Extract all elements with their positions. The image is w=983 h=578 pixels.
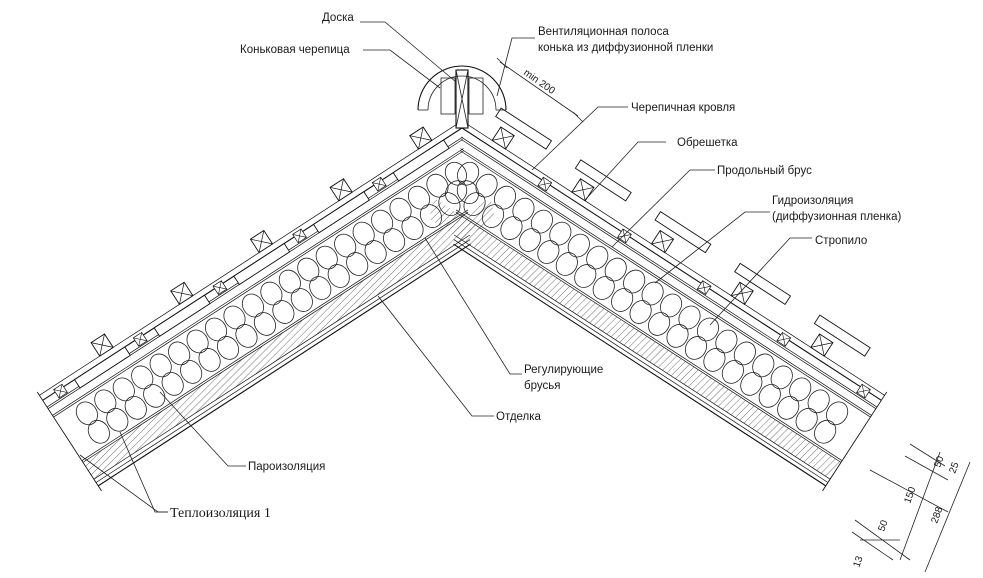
counter-batten bbox=[292, 228, 307, 244]
overlap-dimension: min 200 bbox=[496, 57, 584, 123]
counter-batten bbox=[537, 176, 553, 192]
dim-13: 13 bbox=[851, 554, 865, 569]
insulation-loop bbox=[186, 329, 221, 372]
dim-25: 25 bbox=[947, 460, 961, 475]
battens-group bbox=[53, 107, 871, 399]
min-overlap-label: min 200 bbox=[521, 67, 557, 97]
label-finish: Отделка bbox=[496, 411, 542, 423]
label-counter-batten: Продольный брус bbox=[717, 165, 812, 177]
ridge-tile bbox=[417, 65, 507, 111]
insulation-loop bbox=[795, 389, 830, 432]
insulation-loop bbox=[389, 197, 424, 240]
counter-batten bbox=[856, 383, 871, 399]
roof-layers bbox=[36, 124, 888, 492]
insulation-loop bbox=[721, 341, 756, 384]
insulation-loop bbox=[445, 161, 480, 204]
insulation-loop bbox=[352, 221, 387, 264]
label-board: Доска bbox=[322, 12, 354, 24]
counter-batten bbox=[132, 331, 148, 347]
insulation-loop bbox=[278, 269, 313, 312]
insulation-loop bbox=[518, 209, 553, 252]
label-waterproofing-2: (диффузионная пленка) bbox=[772, 211, 901, 223]
insulation-layer bbox=[75, 161, 849, 444]
insulation-loop bbox=[537, 221, 572, 264]
label-adjusting-bars: Регулирующие bbox=[524, 364, 603, 376]
insulation-loop bbox=[555, 233, 590, 276]
insulation-loop bbox=[94, 389, 129, 432]
batten bbox=[233, 229, 291, 286]
label-vent-strip: Вентиляционная полоса bbox=[538, 26, 669, 38]
label-waterproofing: Гидроизоляция bbox=[772, 195, 853, 207]
insulation-loop bbox=[334, 233, 369, 276]
batten bbox=[810, 314, 871, 357]
insulation-loop bbox=[703, 329, 738, 372]
counter-batten bbox=[53, 383, 68, 399]
insulation-loop bbox=[205, 317, 240, 360]
insulation-loop bbox=[481, 185, 517, 228]
label-adjusting-bars-2: брусья bbox=[524, 380, 560, 392]
label-tile-roof: Черепичная кровля bbox=[631, 102, 735, 114]
label-ridge-tile: Коньковая черепица bbox=[240, 44, 350, 56]
counter-batten bbox=[776, 331, 792, 347]
insulation-loop bbox=[315, 245, 350, 288]
counter-batten bbox=[371, 176, 387, 192]
counter-batten bbox=[696, 280, 712, 296]
insulation-loop bbox=[75, 401, 110, 444]
label-insulation: Теплоизоляция 1 bbox=[170, 506, 271, 521]
insulation-loop bbox=[629, 281, 664, 324]
insulation-loop bbox=[777, 377, 812, 420]
insulation-loop bbox=[168, 341, 203, 384]
insulation-loop bbox=[814, 401, 849, 444]
insulation-loop bbox=[463, 173, 498, 216]
insulation-loop bbox=[592, 257, 627, 300]
ridge-board bbox=[440, 69, 484, 129]
label-battens: Обрешетка bbox=[677, 137, 738, 149]
insulation-loop bbox=[758, 365, 793, 408]
dim-288: 288 bbox=[929, 505, 945, 525]
thickness-dimensions: 50 25 150 288 50 13 bbox=[851, 443, 971, 573]
batten bbox=[153, 281, 211, 337]
counter-batten bbox=[212, 280, 228, 296]
insulation-loop bbox=[666, 305, 701, 348]
insulation-loop bbox=[407, 185, 443, 228]
batten bbox=[650, 210, 712, 254]
counter-batten bbox=[617, 228, 632, 244]
insulation-loop bbox=[648, 293, 683, 336]
batten bbox=[312, 178, 370, 234]
insulation-loop bbox=[611, 269, 646, 312]
batten bbox=[392, 126, 450, 182]
insulation-loop bbox=[241, 293, 276, 336]
insulation-loop bbox=[149, 353, 184, 396]
dim-150: 150 bbox=[902, 485, 918, 505]
insulation-loop bbox=[297, 257, 332, 300]
insulation-loop bbox=[500, 197, 535, 240]
label-vapor-barrier: Пароизоляция bbox=[248, 461, 325, 473]
insulation-loop bbox=[131, 365, 166, 408]
insulation-loop bbox=[112, 377, 147, 420]
batten bbox=[491, 107, 553, 150]
insulation-loop bbox=[574, 245, 609, 288]
leader-lines bbox=[79, 21, 812, 513]
label-vent-strip-2: конька из диффузионной пленки bbox=[538, 42, 713, 54]
insulation-loop bbox=[371, 209, 406, 252]
insulation-loop bbox=[740, 353, 775, 396]
insulation-loop bbox=[426, 173, 461, 216]
insulation-loop bbox=[260, 281, 295, 324]
dim-50-bottom: 50 bbox=[876, 518, 890, 533]
insulation-loop bbox=[684, 317, 719, 360]
dim-50-top: 50 bbox=[932, 454, 946, 469]
batten bbox=[571, 159, 632, 202]
insulation-loop bbox=[223, 305, 258, 348]
batten bbox=[73, 333, 131, 389]
batten bbox=[730, 262, 792, 306]
label-rafter: Стропило bbox=[815, 235, 867, 247]
